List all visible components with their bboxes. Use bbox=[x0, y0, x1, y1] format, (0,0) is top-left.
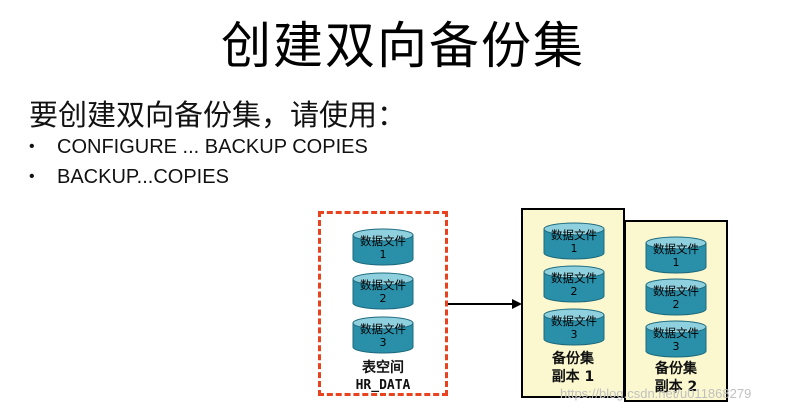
datafile-number: 3 bbox=[379, 336, 387, 349]
tablespace-label: 表空间 bbox=[362, 360, 404, 376]
cylinder-icon bbox=[543, 265, 605, 303]
copy-label: 备份集 bbox=[552, 351, 594, 367]
copy-number: 副本 1 bbox=[551, 369, 595, 385]
tablespace-caption: 表空间 HR_DATA bbox=[321, 359, 445, 395]
datafile-label: 数据文件 bbox=[360, 322, 406, 336]
datafile-number: 3 bbox=[672, 340, 680, 353]
cylinder-icon bbox=[352, 228, 414, 266]
copy-caption: 备份集 副本 1 bbox=[523, 350, 623, 386]
tablespace-box: 数据文件 1 数据文件 2 数据文件 3 表空间 HR_DATA bbox=[318, 211, 448, 396]
datafile-number: 1 bbox=[379, 248, 387, 261]
datafile-number: 1 bbox=[672, 256, 680, 269]
datafile-cylinder: 数据文件 3 bbox=[351, 316, 415, 354]
bullet-text: BACKUP...COPIES bbox=[57, 165, 229, 188]
cylinder-icon bbox=[352, 316, 414, 354]
datafile-number: 3 bbox=[570, 328, 578, 341]
datafile-cylinder: 数据文件 1 bbox=[644, 236, 708, 274]
tablespace-name: HR_DATA bbox=[355, 378, 411, 393]
datafile-label: 数据文件 bbox=[653, 242, 699, 256]
copy-caption: 备份集 副本 2 bbox=[626, 360, 726, 396]
bullet-item: • BACKUP...COPIES bbox=[29, 162, 368, 192]
cylinder-icon bbox=[543, 222, 605, 260]
cylinder-icon bbox=[645, 320, 707, 358]
datafile-number: 2 bbox=[672, 298, 680, 311]
cylinder-icon bbox=[352, 272, 414, 310]
backup-copy-2-box: 数据文件 1 数据文件 2 数据文件 3 备份集 副本 2 bbox=[624, 220, 728, 402]
datafile-cylinder: 数据文件 3 bbox=[542, 308, 606, 346]
datafile-cylinder: 数据文件 3 bbox=[644, 320, 708, 358]
datafile-cylinder: 数据文件 2 bbox=[351, 272, 415, 310]
datafile-number: 2 bbox=[379, 292, 387, 305]
cylinder-icon bbox=[543, 308, 605, 346]
datafile-number: 1 bbox=[570, 242, 578, 255]
slide-subtitle: 要创建双向备份集，请使用： bbox=[29, 98, 407, 132]
backup-copy-1-box: 数据文件 1 数据文件 2 数据文件 3 备份集 副本 1 bbox=[521, 208, 625, 398]
slide-title: 创建双向备份集 bbox=[221, 17, 585, 75]
cylinder-icon bbox=[645, 278, 707, 316]
datafile-cylinder: 数据文件 2 bbox=[542, 265, 606, 303]
datafile-cylinder: 数据文件 2 bbox=[644, 278, 708, 316]
datafile-cylinder: 数据文件 1 bbox=[351, 228, 415, 266]
cylinder-icon bbox=[645, 236, 707, 274]
bullet-dot-icon: • bbox=[29, 138, 35, 155]
datafile-label: 数据文件 bbox=[653, 326, 699, 340]
bullet-dot-icon: • bbox=[29, 168, 35, 185]
watermark: https://blog.csdn.net/u011868279 bbox=[560, 386, 752, 401]
datafile-label: 数据文件 bbox=[551, 314, 597, 328]
datafile-label: 数据文件 bbox=[360, 234, 406, 248]
datafile-label: 数据文件 bbox=[360, 278, 406, 292]
datafile-label: 数据文件 bbox=[653, 284, 699, 298]
bullet-text: CONFIGURE ... BACKUP COPIES bbox=[57, 135, 368, 158]
copy-number: 副本 2 bbox=[654, 379, 698, 395]
datafile-label: 数据文件 bbox=[551, 271, 597, 285]
arrow-icon bbox=[448, 299, 522, 309]
datafile-label: 数据文件 bbox=[551, 228, 597, 242]
bullet-item: • CONFIGURE ... BACKUP COPIES bbox=[29, 132, 368, 162]
bullet-list: • CONFIGURE ... BACKUP COPIES • BACKUP..… bbox=[29, 132, 368, 192]
datafile-cylinder: 数据文件 1 bbox=[542, 222, 606, 260]
copy-label: 备份集 bbox=[655, 361, 697, 377]
datafile-number: 2 bbox=[570, 285, 578, 298]
